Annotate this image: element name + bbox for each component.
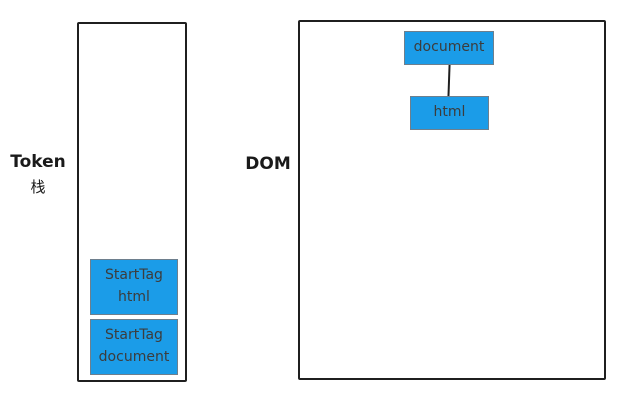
token-item-line1: StartTag — [105, 327, 163, 344]
token-item-line1: StartTag — [105, 267, 163, 284]
token-item-starttag-document: StartTag document — [90, 319, 178, 375]
token-stack-label: Token 栈 — [6, 150, 70, 198]
dom-node-document: document — [404, 31, 494, 65]
dom-node-html: html — [410, 96, 489, 130]
token-item-starttag-html: StartTag html — [90, 259, 178, 315]
token-label-cjk-stack: 栈 — [30, 177, 46, 196]
dom-label: DOM — [245, 154, 291, 174]
dom-tree-container: document html — [298, 20, 606, 380]
dom-tree-edge — [447, 64, 451, 98]
token-item-line2: html — [118, 289, 150, 305]
token-label-text: Token — [10, 152, 66, 172]
token-stack-container: StartTag html StartTag document — [77, 22, 187, 382]
token-item-line2: document — [98, 349, 170, 365]
